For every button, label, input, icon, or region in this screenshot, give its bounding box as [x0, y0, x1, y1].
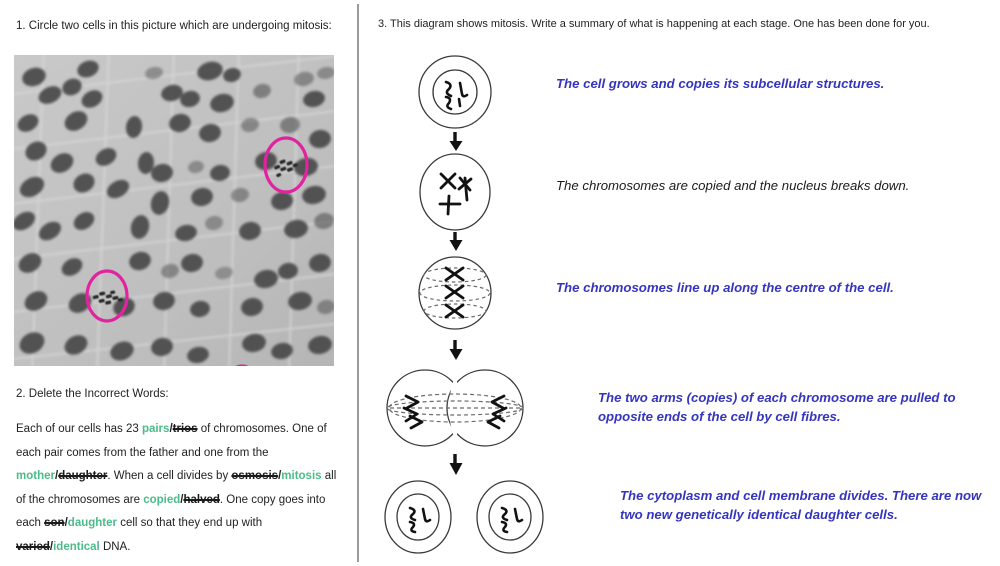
sentence-text: of chromosomes. One of each pair comes f…	[16, 423, 327, 459]
stage-arrow-1	[449, 132, 463, 151]
sentence-text: . When a cell divides by	[107, 470, 232, 482]
question-2-sentence: Each of our cells has 23 pairs/trios of …	[16, 418, 342, 559]
question-1-prompt: 1. Circle two cells in this picture whic…	[16, 20, 332, 32]
question-2-heading: 2. Delete the Incorrect Words:	[16, 388, 169, 400]
stage-2-diagram	[408, 152, 503, 252]
correct-word-2[interactable]: mother	[16, 470, 55, 482]
deleted-word-2[interactable]: daughter	[58, 470, 108, 482]
word-separator: /	[49, 540, 54, 553]
sentence-text: cell so that they end up with	[117, 517, 263, 529]
correct-word-4[interactable]: copied	[143, 493, 181, 506]
correct-word-3[interactable]: mitosis	[281, 470, 322, 482]
sentence-text: all of the chromosomes are	[16, 470, 337, 506]
deleted-word-3[interactable]: osmosis	[231, 470, 279, 482]
question-3-prompt: 3. This diagram shows mitosis. Write a s…	[378, 18, 930, 30]
stage-arrow-3	[449, 340, 463, 360]
stage-4-diagram	[370, 366, 540, 478]
word-separator: /	[278, 470, 282, 482]
correct-word-1[interactable]: pairs	[141, 423, 170, 435]
word-separator: /	[54, 470, 59, 482]
stage-5-diagram	[370, 478, 560, 566]
word-separator: /	[169, 423, 173, 435]
sentence-text: . One copy goes into each	[16, 493, 326, 530]
sentence-text: Each of our cells has 23	[16, 423, 142, 435]
stage-4-caption[interactable]: The two arms (copies) of each chromosome…	[598, 390, 956, 424]
stage-1-diagram	[408, 50, 503, 152]
pink-annotation-circles	[85, 136, 309, 366]
stage-1-caption[interactable]: The cell grows and copies its subcellula…	[556, 76, 885, 91]
stage-3-caption[interactable]: The chromosomes line up along the centre…	[556, 280, 894, 295]
deleted-word-5[interactable]: son	[44, 517, 65, 529]
stage-5-caption[interactable]: The cytoplasm and cell membrane divides.…	[620, 488, 982, 522]
correct-word-5[interactable]: daughter	[67, 517, 117, 529]
word-separator: /	[180, 493, 184, 506]
column-divider	[357, 4, 359, 562]
deleted-word-6[interactable]: varied	[16, 540, 50, 553]
deleted-word-4[interactable]: halved	[183, 493, 220, 506]
root-tip-micrograph	[14, 55, 334, 366]
stage-3-diagram	[408, 252, 503, 362]
stage-arrow-2	[449, 232, 463, 251]
stage-2-caption: The chromosomes are copied and the nucle…	[556, 178, 910, 193]
deleted-word-1[interactable]: trios	[172, 423, 198, 435]
left-column: 1. Circle two cells in this picture whic…	[0, 0, 352, 566]
right-column: 3. This diagram shows mitosis. Write a s…	[358, 0, 1000, 566]
stage-arrow-4	[449, 454, 463, 475]
word-separator: /	[64, 517, 68, 529]
sentence-text: DNA.	[99, 540, 131, 553]
correct-word-6[interactable]: identical	[53, 540, 100, 553]
